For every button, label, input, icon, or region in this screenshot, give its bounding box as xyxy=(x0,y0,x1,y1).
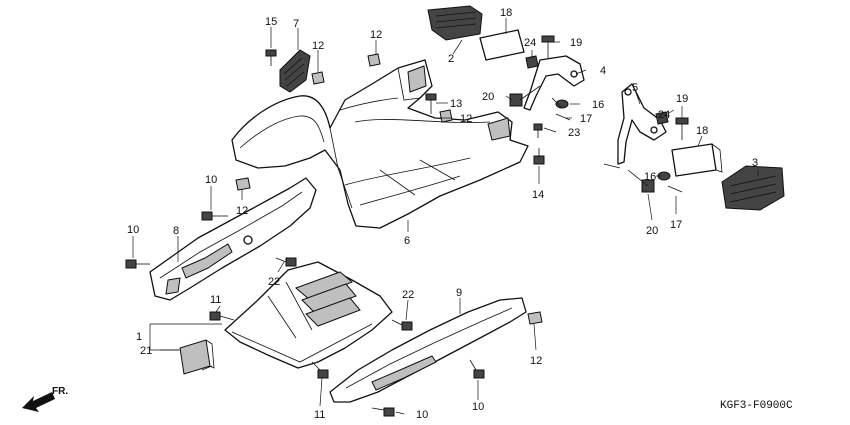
callout-12: 12 xyxy=(460,113,472,125)
callout-6: 6 xyxy=(404,235,410,247)
lower-cover-part-1 xyxy=(224,261,393,369)
callout-4: 4 xyxy=(600,65,606,77)
diagram-code: KGF3-F0900C xyxy=(720,400,793,412)
callout-16: 16 xyxy=(592,99,604,111)
callout-12: 12 xyxy=(236,205,248,217)
callout-1: 1 xyxy=(136,331,142,343)
callout-15: 15 xyxy=(265,16,277,28)
callout-18: 18 xyxy=(500,7,512,19)
callout-9: 9 xyxy=(456,287,462,299)
callout-11: 11 xyxy=(314,409,325,421)
callout-20: 20 xyxy=(646,225,658,237)
step-bar-part-18-right xyxy=(671,143,723,177)
callout-12: 12 xyxy=(370,29,382,41)
callout-19: 19 xyxy=(570,37,582,49)
callout-22: 22 xyxy=(268,276,280,288)
callout-3: 3 xyxy=(752,157,758,169)
callout-10: 10 xyxy=(416,409,428,421)
callout-17: 17 xyxy=(580,113,592,125)
callout-16: 16 xyxy=(644,171,656,183)
front-direction-indicator: FR. xyxy=(22,386,68,412)
callout-13: 13 xyxy=(450,98,462,110)
callout-24: 24 xyxy=(658,109,670,121)
front-label: FR. xyxy=(52,386,68,397)
callout-10: 10 xyxy=(472,401,484,413)
side-cover-part-8 xyxy=(149,177,317,301)
rubber-strip-part-21 xyxy=(179,339,215,375)
side-cover-part-9 xyxy=(329,297,527,403)
under-cover-part-6 xyxy=(231,59,529,229)
callout-5: 5 xyxy=(632,82,638,94)
callout-12: 12 xyxy=(312,40,324,52)
vent-grille-part-7 xyxy=(279,49,311,93)
step-rubber-part-2 xyxy=(427,5,483,41)
callout-18: 18 xyxy=(696,125,708,137)
callout-10: 10 xyxy=(127,224,139,236)
callout-12: 12 xyxy=(530,355,542,367)
callout-24: 24 xyxy=(524,37,536,49)
callout-14: 14 xyxy=(532,189,544,201)
callout-8: 8 xyxy=(173,225,179,237)
step-rubber-part-3 xyxy=(721,165,785,211)
bracket-part-5 xyxy=(617,83,667,165)
callout-labels: 15 7 12 12 13 12 18 2 19 24 4 20 16 17 2… xyxy=(127,7,758,421)
arrow-left-icon xyxy=(22,392,55,412)
callout-23: 23 xyxy=(568,127,580,139)
callout-22: 22 xyxy=(402,289,414,301)
leader-lines xyxy=(132,18,759,415)
callout-19: 19 xyxy=(676,93,688,105)
callout-2: 2 xyxy=(448,53,454,65)
fasteners xyxy=(125,35,689,417)
callout-7: 7 xyxy=(293,18,299,30)
bracket-part-4 xyxy=(523,55,585,111)
step-bar-part-18 xyxy=(479,29,525,61)
callout-21: 21 xyxy=(140,345,152,357)
callout-10: 10 xyxy=(205,174,217,186)
callout-17: 17 xyxy=(670,219,682,231)
callout-11: 11 xyxy=(210,294,221,306)
callout-20: 20 xyxy=(482,91,494,103)
